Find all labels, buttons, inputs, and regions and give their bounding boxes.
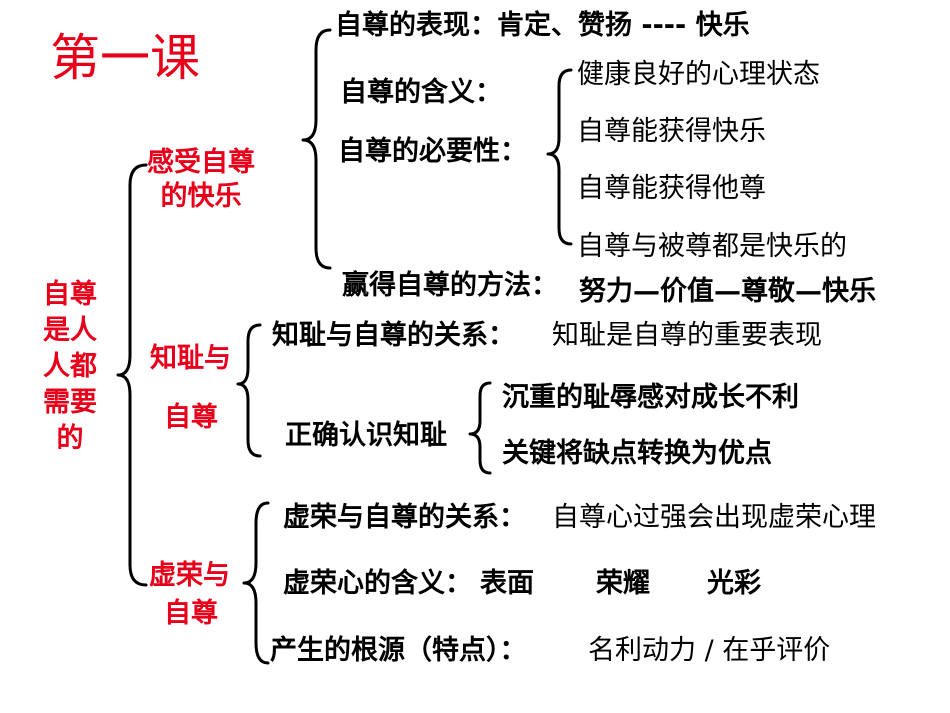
necessity-item-4: 自尊与被尊都是快乐的 — [577, 231, 847, 262]
correct-brace — [468, 381, 492, 475]
esteem-meaning-label: 自尊的含义： — [340, 77, 502, 108]
necessity-item-3: 自尊能获得他尊 — [577, 173, 766, 204]
vanity-meaning-item-2: 荣耀 — [596, 568, 650, 599]
necessity-item-1: 健康良好的心理状态 — [577, 59, 820, 90]
correct-item-1: 沉重的耻辱感对成长不利 — [502, 382, 799, 413]
page-title: 第一课 — [50, 29, 200, 87]
vanity-origin-label: 产生的根源（特点）： — [270, 635, 527, 666]
branch3-brace — [242, 501, 270, 665]
branch2-brace — [236, 323, 262, 458]
branch2-label-line2: 自尊 — [164, 402, 218, 433]
correct-item-2: 关键将缺点转换为优点 — [502, 438, 772, 469]
esteem-method-value: 努力—价值—尊敬—快乐 — [579, 276, 876, 307]
main-brace — [116, 163, 148, 587]
necessity-item-2: 自尊能获得快乐 — [577, 116, 766, 147]
root-node: 自尊 是人 人都 需要 的 — [43, 279, 97, 454]
vanity-origin-value: 名利动力 / 在乎评价 — [588, 635, 831, 666]
vanity-meaning-label: 虚荣心的含义： — [283, 568, 472, 599]
branch2-label-line1: 知耻与 — [150, 343, 231, 374]
branch1-brace — [301, 28, 332, 270]
branch1-label: 感受自尊 的快乐 — [147, 147, 255, 212]
vanity-meaning-item-1: 表面 — [480, 568, 534, 599]
vanity-meaning-item-3: 光彩 — [707, 568, 761, 599]
shame-relation-label: 知耻与自尊的关系： — [272, 320, 515, 351]
shame-relation-value: 知耻是自尊的重要表现 — [552, 320, 822, 351]
esteem-method-label: 赢得自尊的方法： — [342, 270, 558, 301]
esteem-necessity-label: 自尊的必要性： — [338, 136, 527, 167]
vanity-relation-label: 虚荣与自尊的关系： — [283, 502, 526, 533]
shame-correct-label: 正确认识知耻 — [285, 420, 447, 451]
branch3-label-line1: 虚荣与 — [149, 560, 230, 591]
vanity-relation-value: 自尊心过强会出现虚荣心理 — [552, 502, 876, 533]
esteem-performance: 自尊的表现：肯定、赞扬 ---- 快乐 — [335, 10, 750, 41]
necessity-brace — [546, 68, 573, 246]
branch3-label-line2: 自尊 — [164, 598, 218, 629]
